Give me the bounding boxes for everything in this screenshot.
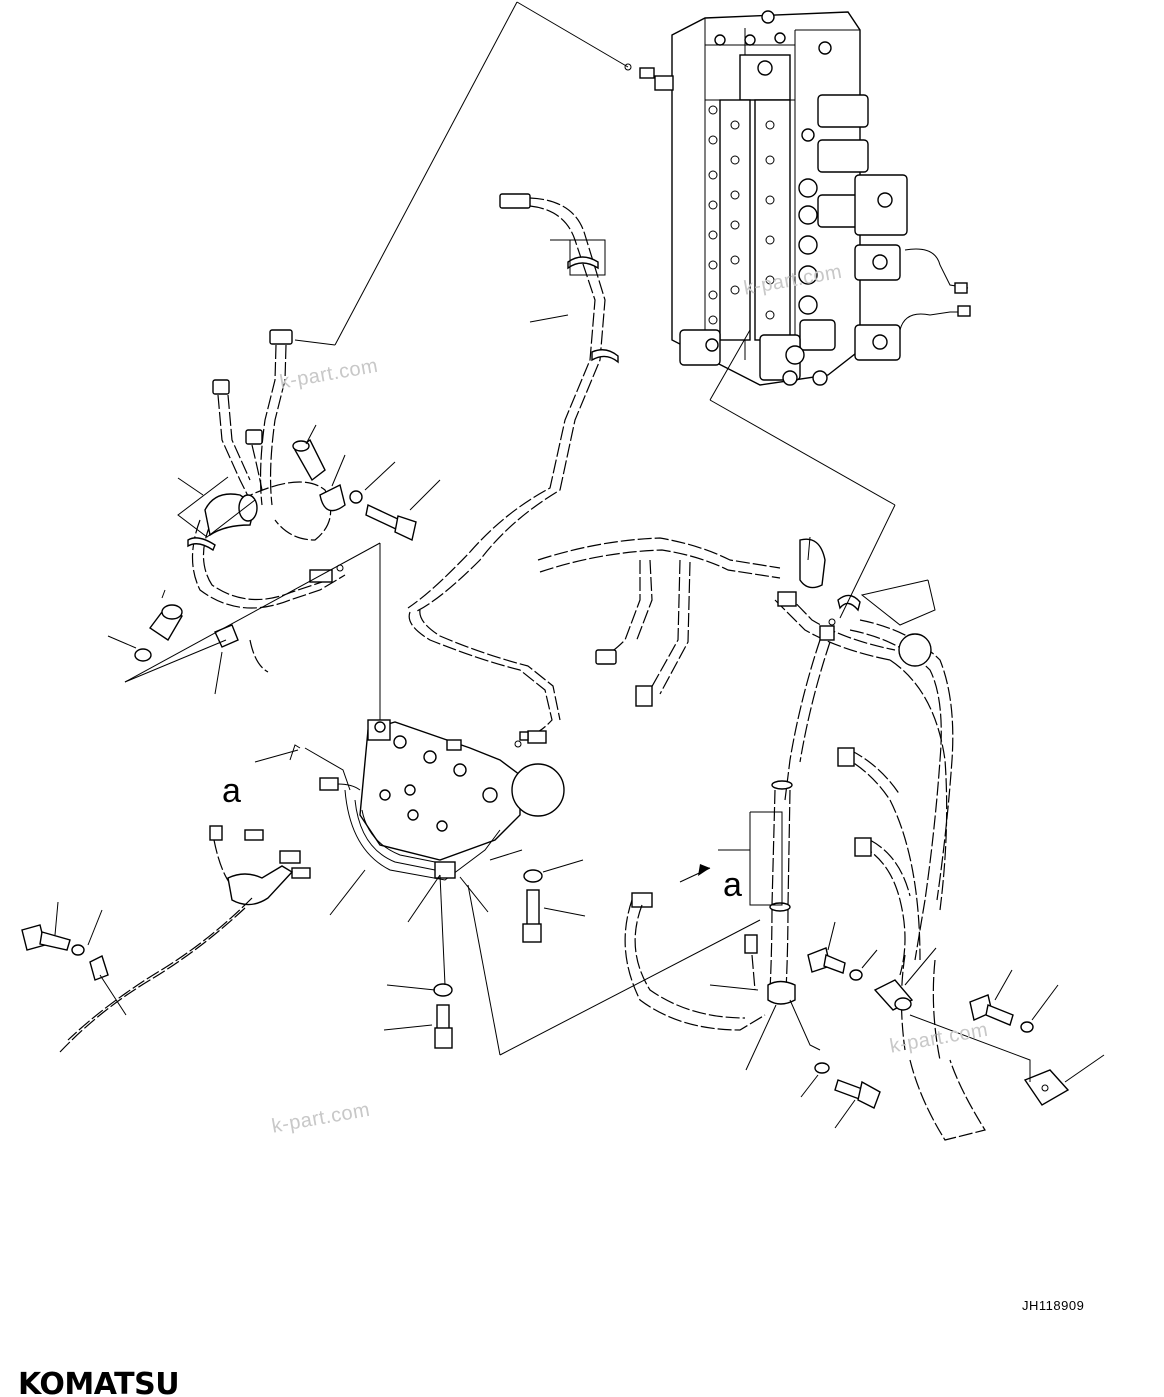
bolt-right-1[interactable] [807, 947, 863, 981]
bolt-lower-left[interactable] [21, 924, 109, 981]
hose-upper-center[interactable] [407, 193, 619, 613]
hose-lower-left[interactable] [59, 825, 311, 1053]
main-control-valve[interactable] [624, 10, 971, 386]
brand-logo: KOMATSU [18, 1367, 180, 1397]
bolt-left-mid[interactable] [134, 604, 239, 662]
sleeve-right[interactable] [873, 979, 914, 1011]
drawing-id: JH118909 [1022, 1298, 1085, 1313]
center-valve-block[interactable] [319, 719, 565, 881]
bolt-right-2[interactable] [969, 994, 1034, 1033]
hose-center-pilot[interactable] [408, 609, 561, 748]
bolt-upper[interactable] [349, 490, 417, 542]
bolt-right-3[interactable] [814, 1062, 881, 1109]
sensor-upper-left[interactable] [292, 438, 346, 512]
view-label-a-left: a [222, 772, 241, 810]
leader-lines [54, 1, 1105, 1129]
hose-assembly-left[interactable] [187, 329, 346, 673]
bracket-right[interactable] [1023, 1069, 1070, 1106]
hose-assembly-right[interactable] [537, 537, 986, 1141]
bolt-lower-center[interactable] [433, 869, 543, 1049]
view-label-a-right: a [723, 866, 742, 904]
